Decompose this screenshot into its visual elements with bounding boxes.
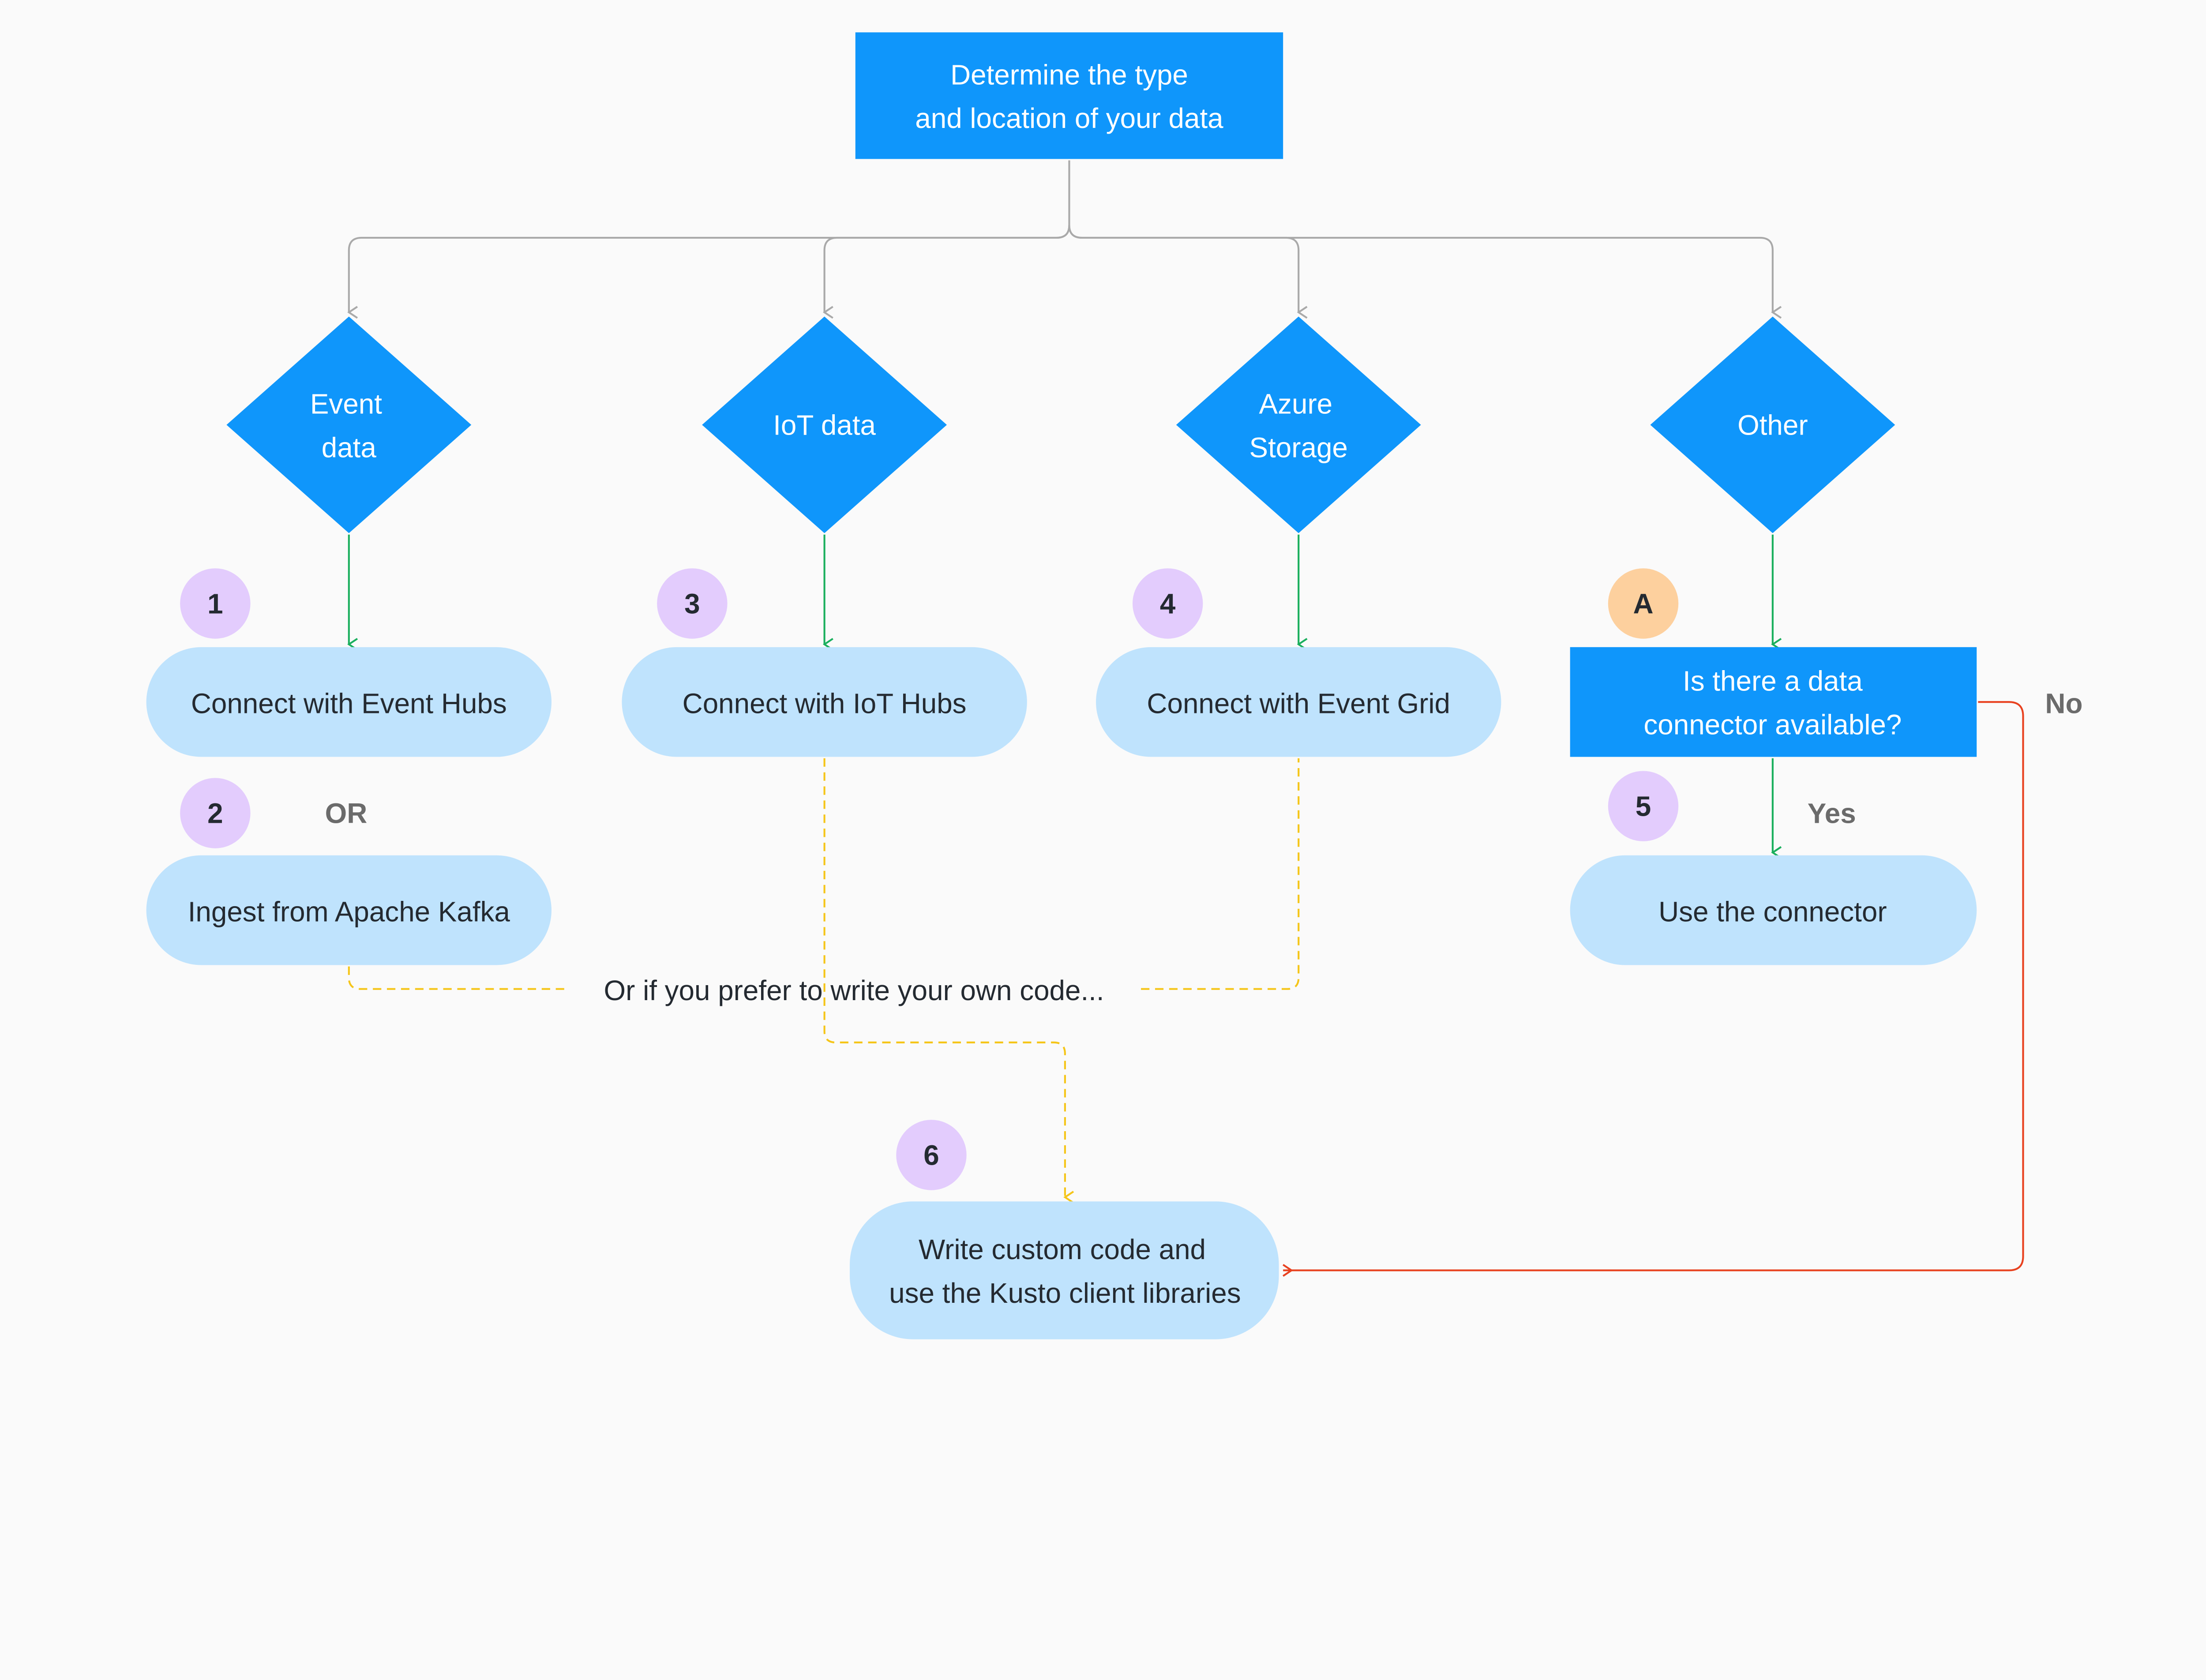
dashed-kafka xyxy=(348,966,567,990)
badge-a: A xyxy=(1608,568,1679,639)
decision-label: Azure xyxy=(1259,388,1333,420)
badge-text: 3 xyxy=(684,588,700,619)
step-label: Ingest from Apache Kafka xyxy=(188,896,510,928)
question-line1: Is there a data xyxy=(1683,665,1863,697)
decision-label: Other xyxy=(1737,409,1808,441)
branch-connectors xyxy=(349,160,1773,312)
connector-iot xyxy=(825,225,1070,312)
badge-text: 6 xyxy=(923,1139,939,1171)
connector-other xyxy=(1068,225,1772,312)
custom-code-line2: use the Kusto client libraries xyxy=(889,1277,1241,1309)
dashed-grid xyxy=(1141,758,1300,990)
arrow-no xyxy=(1283,701,2024,1277)
step-event-hubs: Connect with Event Hubs xyxy=(146,647,552,757)
step-label: Connect with Event Hubs xyxy=(191,688,507,720)
decision-label: IoT data xyxy=(773,409,876,441)
badge-text: 1 xyxy=(207,588,223,619)
step-label: Connect with IoT Hubs xyxy=(683,688,967,720)
decision-other: Other xyxy=(1650,316,1895,533)
decision-iot-data: IoT data xyxy=(702,316,947,533)
badge-text: 5 xyxy=(1636,790,1651,822)
badge-4: 4 xyxy=(1132,568,1203,639)
connector-question: Is there a data connector available? xyxy=(1570,647,1977,757)
custom-code-line1: Write custom code and xyxy=(919,1234,1206,1265)
badge-3: 3 xyxy=(657,568,728,639)
step-iot-hubs: Connect with IoT Hubs xyxy=(622,647,1027,757)
own-code-label: Or if you prefer to write your own code.… xyxy=(604,975,1104,1006)
start-box: Determine the type and location of your … xyxy=(855,32,1283,159)
badge-text: A xyxy=(1633,588,1653,619)
question-line2: connector available? xyxy=(1643,709,1902,741)
no-label: No xyxy=(2045,688,2082,720)
badge-5: 5 xyxy=(1608,771,1679,841)
decision-label: Storage xyxy=(1249,431,1348,463)
step-label: Use the connector xyxy=(1658,896,1887,928)
decision-event-data: Event data xyxy=(226,316,472,533)
badge-text: 4 xyxy=(1160,588,1176,619)
decision-label: Event xyxy=(310,388,382,420)
step-kafka: Ingest from Apache Kafka xyxy=(146,855,552,965)
badge-2: 2 xyxy=(180,778,251,848)
badge-6: 6 xyxy=(896,1120,967,1190)
step-label: Connect with Event Grid xyxy=(1147,688,1450,720)
decision-label: data xyxy=(322,431,377,463)
or-label: OR xyxy=(325,797,368,829)
dashed-iot-to-custom xyxy=(823,758,1065,1197)
flowchart: Or if you prefer to write your own code.… xyxy=(146,32,2083,1339)
step-use-connector: Use the connector xyxy=(1570,855,1977,965)
badge-1: 1 xyxy=(180,568,251,639)
decision-azure-storage: Azure Storage xyxy=(1176,316,1421,533)
start-line1: Determine the type xyxy=(950,59,1188,90)
step-custom-code: Write custom code and use the Kusto clie… xyxy=(850,1201,1279,1339)
start-line2: and location of your data xyxy=(915,102,1223,134)
badge-text: 2 xyxy=(207,797,223,829)
step-event-grid: Connect with Event Grid xyxy=(1096,647,1501,757)
yes-label: Yes xyxy=(1808,797,1856,829)
